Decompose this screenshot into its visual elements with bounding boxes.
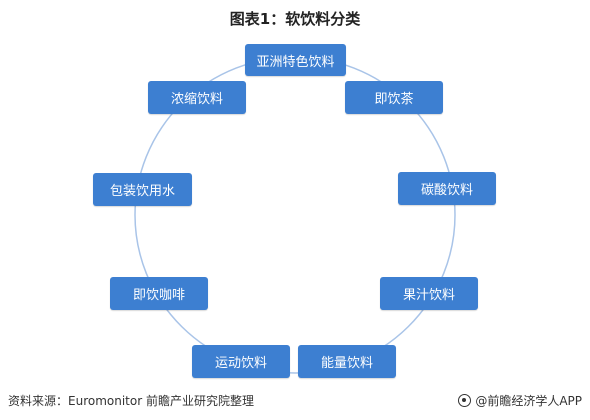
node-asian-specialty-drinks: 亚洲特色饮料 [245,44,346,76]
brand-logo-icon [458,393,472,407]
node-concentrated-drinks: 浓缩饮料 [148,81,246,114]
node-juice-drinks: 果汁饮料 [380,277,478,310]
brand-text: @前瞻经济学人APP [475,393,582,408]
node-sports-drinks: 运动饮料 [192,345,290,378]
node-packaged-water: 包装饮用水 [93,173,192,206]
node-ready-to-drink-tea: 即饮茶 [345,81,443,114]
brand-credit: @前瞻经济学人APP [458,392,582,409]
node-energy-drinks: 能量饮料 [298,345,396,378]
footer: 资料来源：Euromonitor 前瞻产业研究院整理 @前瞻经济学人APP [8,392,582,408]
node-ready-to-drink-coffee: 即饮咖啡 [110,277,208,310]
source-note: 资料来源：Euromonitor 前瞻产业研究院整理 [8,393,254,408]
node-carbonated-drinks: 碳酸饮料 [398,172,496,205]
chart-title: 图表1：软饮料分类 [229,10,361,28]
